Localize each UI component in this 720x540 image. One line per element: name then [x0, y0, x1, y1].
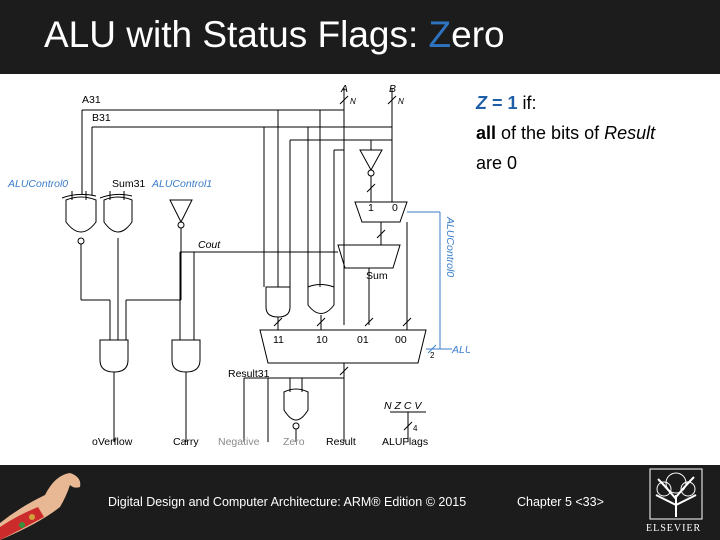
label-nzcv: N Z C V — [384, 400, 422, 412]
label-four: 4 — [413, 424, 418, 433]
label-carry: Carry — [173, 436, 199, 448]
label-mux-in1: 1 — [368, 202, 374, 214]
zero-flag-note: Z = 1 if: all of the bits of Result are … — [476, 88, 711, 178]
publisher-name: ELSEVIER — [646, 523, 702, 534]
label-negative: Negative — [218, 436, 260, 448]
label-sum: Sum — [366, 270, 388, 282]
label-n-b: N — [398, 97, 404, 106]
slide-title: ALU with Status Flags: Zero — [44, 14, 505, 55]
label-result31: Result31 — [228, 368, 270, 380]
title-bar: ALU with Status Flags: Zero — [0, 0, 720, 74]
label-sum31: Sum31 — [112, 178, 145, 190]
label-sel10: 10 — [316, 334, 328, 346]
label-b31: B31 — [92, 112, 111, 124]
note-line-1: Z = 1 if: — [476, 93, 537, 113]
label-sel11: 11 — [273, 334, 284, 346]
label-sel01: 01 — [357, 334, 369, 346]
footer-bar: Digital Design and Computer Architecture… — [0, 465, 720, 540]
note-line-2: all of the bits of Result — [476, 123, 656, 143]
arm-flex-logo-icon — [0, 473, 81, 540]
label-b: B — [389, 83, 396, 95]
label-result: Result — [326, 436, 356, 448]
label-two: 2 — [430, 351, 435, 360]
label-alucontrol1: ALUControl1 — [151, 178, 212, 190]
label-zero: Zero — [283, 436, 305, 448]
label-sel00: 00 — [395, 334, 407, 346]
note-line-3: are 0 — [476, 153, 518, 173]
label-n-a: N — [350, 97, 356, 106]
elsevier-tree-logo-icon — [649, 468, 703, 520]
footer-chapter: Chapter 5 <33> — [517, 495, 604, 509]
label-mux-in0: 0 — [392, 202, 398, 214]
label-aluflags: ALUFlags — [382, 436, 428, 448]
label-a31: A31 — [82, 94, 101, 106]
label-a: A — [340, 83, 348, 95]
title-highlight: Z — [428, 14, 452, 55]
alu-diagram: A31 B31 A B N N ALUControl0 Sum31 ALUCon… — [7, 83, 470, 448]
footer-book-title: Digital Design and Computer Architecture… — [108, 495, 467, 509]
label-overflow: oVerflow — [92, 436, 133, 448]
label-alucontrol0: ALUControl0 — [7, 178, 68, 190]
label-alucontrol0-vertical: ALUControl0 — [444, 216, 456, 277]
label-alucontrol: ALUControl — [451, 344, 470, 356]
label-cout: Cout — [198, 239, 221, 251]
